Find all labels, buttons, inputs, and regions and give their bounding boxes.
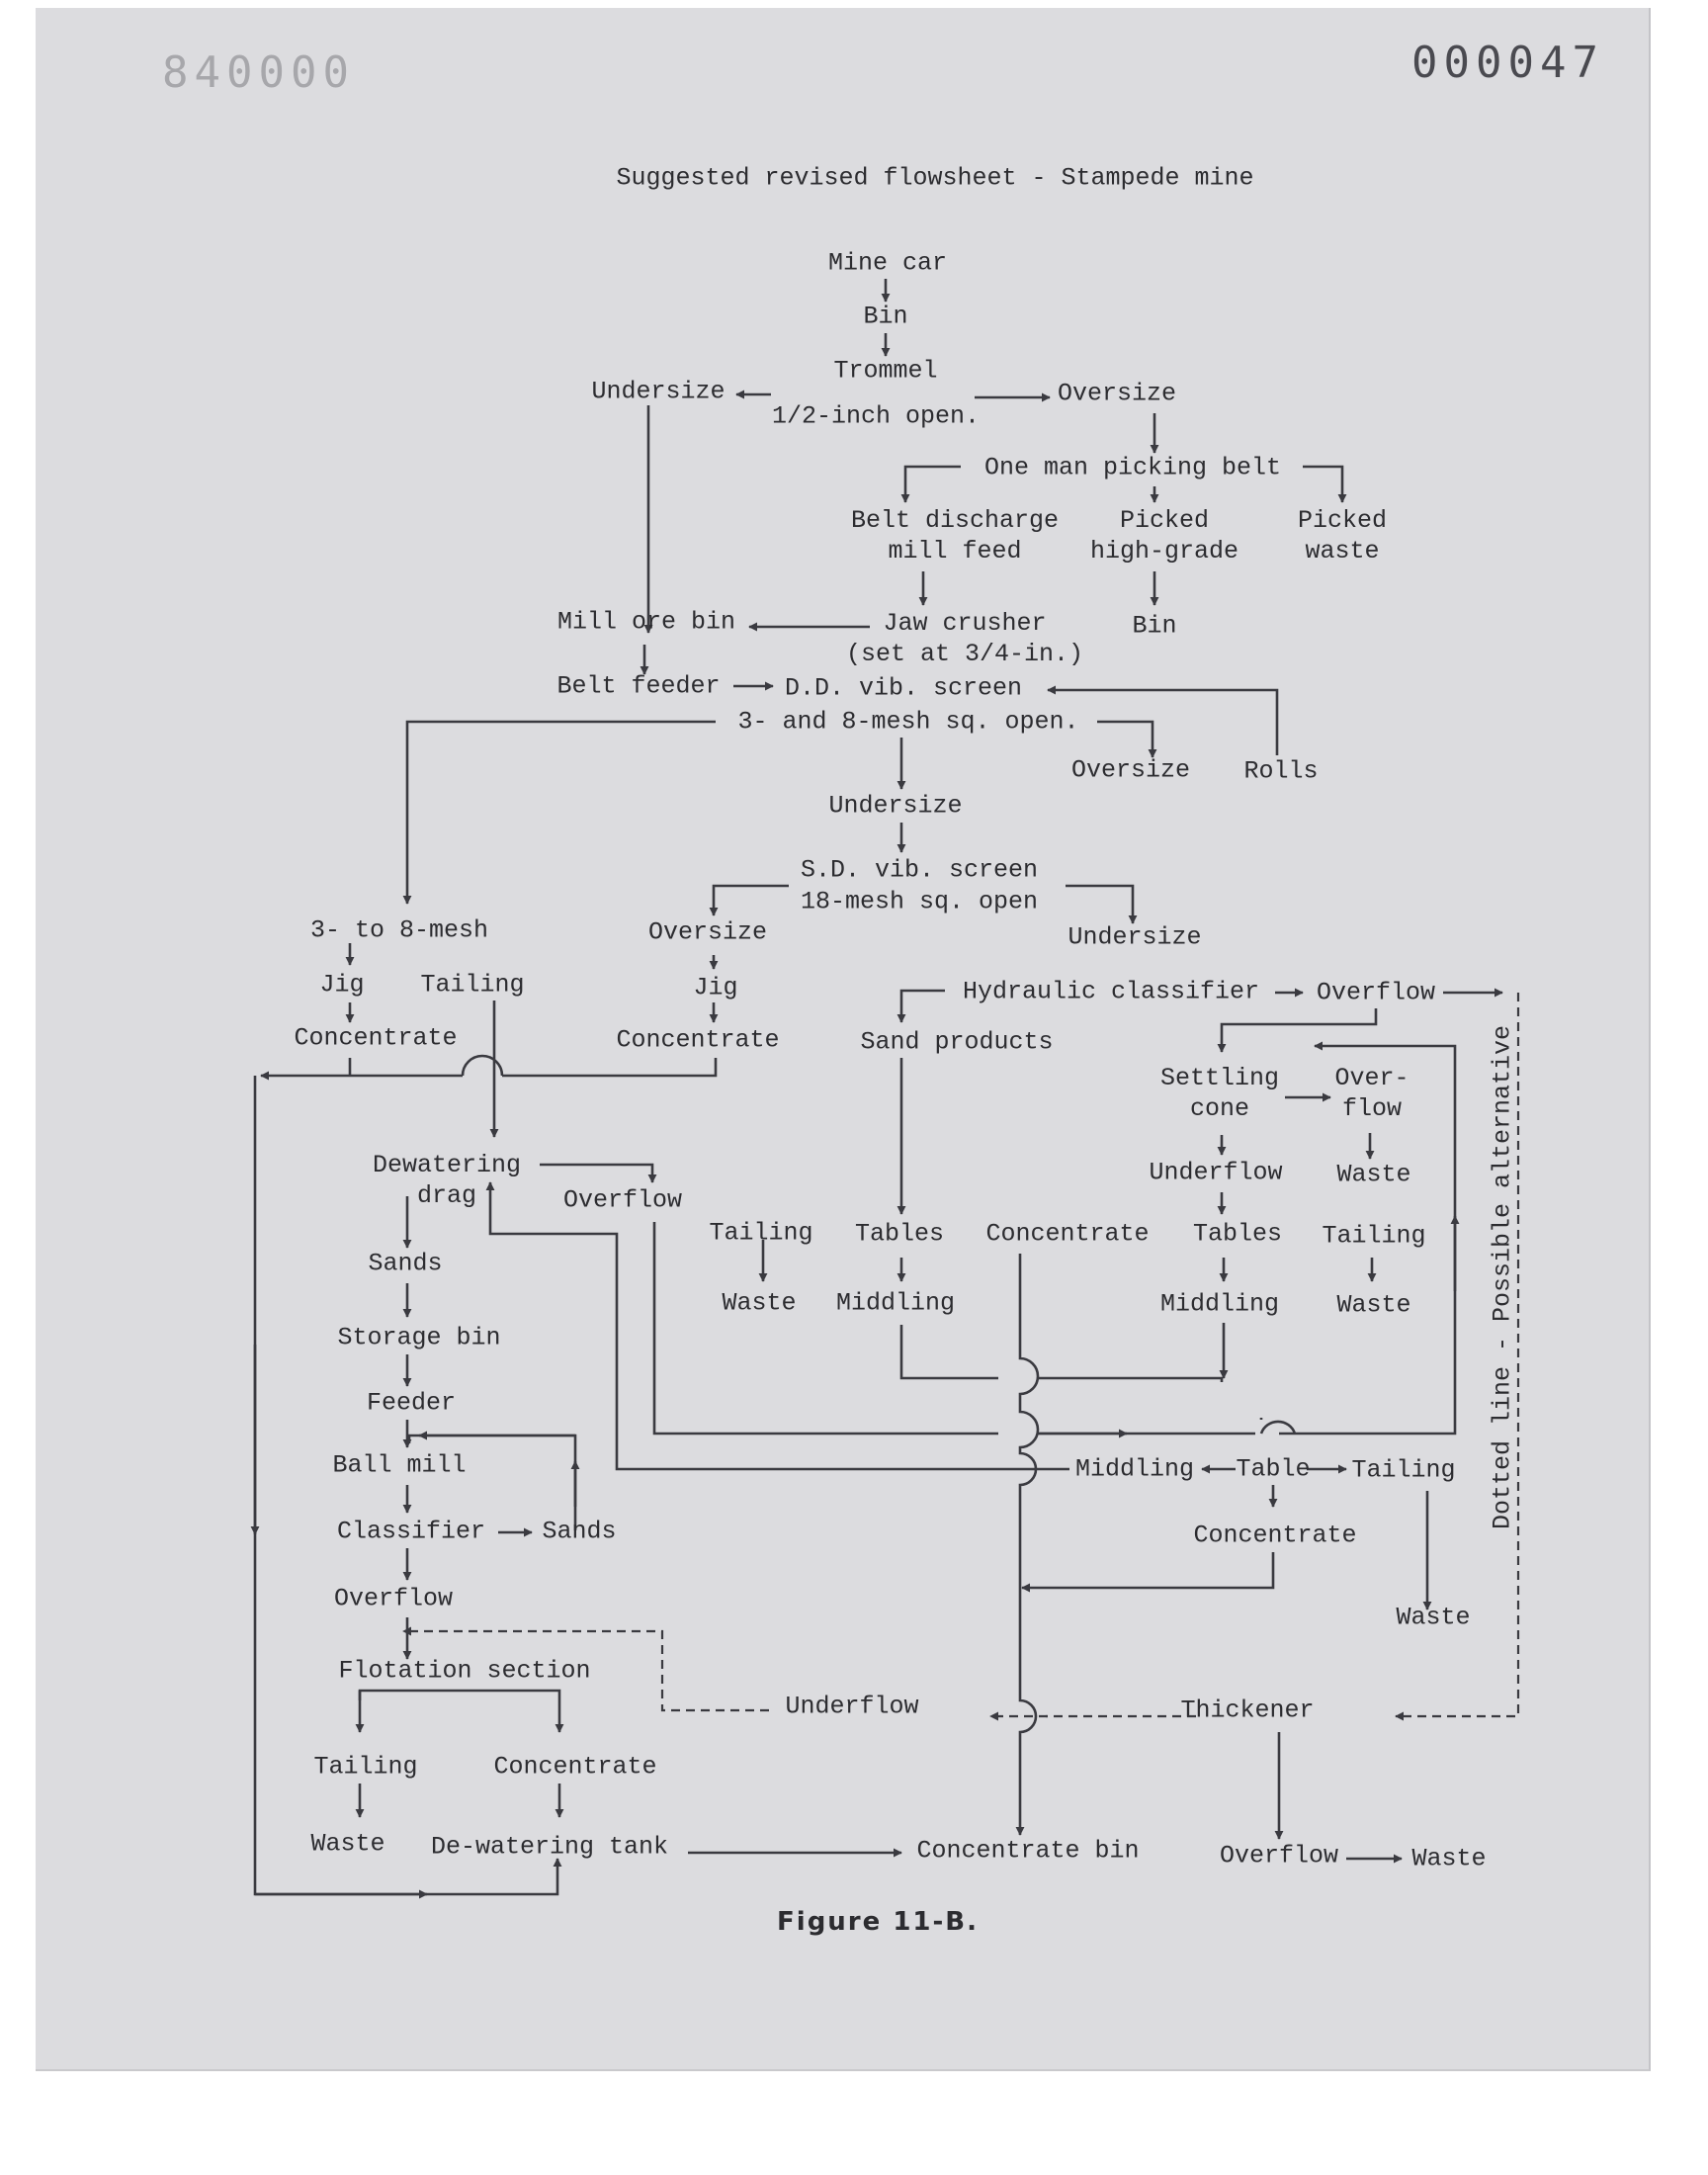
node-dewatering-tank: De-watering tank [430, 1832, 669, 1862]
line-table-conc-trunk [1021, 1552, 1275, 1593]
node-storage-bin: Storage bin [337, 1323, 501, 1352]
node-picked-high-grade: Picked high-grade [1089, 505, 1239, 566]
node-thickener-underflow: Underflow [785, 1692, 919, 1721]
page-number-stamp: 000047 [1411, 38, 1604, 88]
node-tables-waste-left: Waste [722, 1288, 797, 1318]
node-classifier-sands: Sands [542, 1517, 617, 1546]
node-sd-screen: S.D. vib. screen [800, 855, 1039, 885]
node-hc-overflow: Overflow [1316, 978, 1436, 1007]
node-picked-waste: Picked waste [1297, 505, 1388, 566]
node-settling-cone: Settling cone [1159, 1063, 1280, 1123]
node-trommel-oversize: Oversize [1057, 379, 1177, 408]
node-sc-waste: Waste [1336, 1160, 1411, 1189]
node-concentrate-jig-left: Concentrate [294, 1023, 458, 1053]
node-rolls: Rolls [1243, 756, 1319, 786]
line-sd-oversize [709, 884, 789, 916]
node-drag-overflow: Overflow [562, 1185, 683, 1215]
node-table-concentrate: Concentrate [1193, 1521, 1357, 1550]
node-jaw-crusher: Jaw crusher (set at 3/4-in.) [845, 608, 1084, 668]
line-concentrate-trunk [1015, 1254, 1040, 1836]
line-alt-dotted-right [1395, 993, 1520, 1721]
line-dd-oversize [1097, 720, 1157, 758]
node-sd-screen-spec: 18-mesh sq. open [800, 887, 1039, 916]
node-bin-high-grade: Bin [1132, 611, 1177, 641]
node-flotation-section: Flotation section [338, 1656, 591, 1686]
node-table-waste: Waste [1396, 1603, 1471, 1632]
line-overflow-to-table [652, 1222, 1255, 1436]
node-concentrate-bin: Concentrate bin [916, 1836, 1140, 1866]
node-dewatering-drag: Dewatering drag [372, 1150, 522, 1210]
line-hc-sand [897, 989, 945, 1023]
node-mine-car: Mine car [827, 248, 948, 278]
node-sc-underflow: Underflow [1149, 1158, 1283, 1187]
node-tables-concentrate: Concentrate [985, 1219, 1150, 1249]
line-drag-overflow [540, 1163, 657, 1183]
node-table: Table [1236, 1454, 1311, 1484]
line-middling-drag [490, 1182, 1069, 1471]
node-belt-feeder: Belt feeder [556, 671, 721, 701]
node-thickener: Thickener [1180, 1696, 1315, 1725]
node-trommel: Trommel [833, 356, 938, 386]
node-flot-concentrate: Concentrate [493, 1752, 657, 1782]
node-table-tailing: Tailing [1351, 1455, 1456, 1485]
node-feeder: Feeder [366, 1388, 457, 1418]
node-jig-mid: Jig [693, 973, 738, 1002]
node-tables-left: Tables [854, 1219, 945, 1249]
node-tables-middling-right: Middling [1159, 1289, 1280, 1319]
line-dd-3to8 [402, 720, 716, 905]
node-sand-products: Sand products [860, 1027, 1054, 1057]
node-concentrate-jig-mid: Concentrate [616, 1025, 780, 1055]
node-bin: Bin [863, 302, 908, 331]
node-trommel-undersize: Undersize [591, 377, 726, 406]
line-belt-waste [1303, 465, 1347, 503]
node-ball-mill: Ball mill [332, 1450, 467, 1480]
node-tables-middling-left: Middling [835, 1288, 956, 1318]
flowsheet-page: 840000 000047 [36, 8, 1651, 2071]
node-tables-right: Tables [1192, 1219, 1283, 1249]
node-dd-undersize: Undersize [828, 791, 963, 821]
line-alt-underflow-left [403, 1631, 1048, 1718]
page-title: Suggested revised flowsheet - Stampede m… [616, 163, 1254, 193]
node-dd-screen-spec: 3- and 8-mesh sq. open. [737, 707, 1079, 737]
node-drag-sands: Sands [368, 1249, 443, 1278]
node-belt-discharge: Belt discharge mill feed [850, 505, 1060, 566]
line-sd-undersize [1066, 884, 1138, 924]
node-tables-tailing-left: Tailing [709, 1218, 813, 1248]
node-sd-oversize: Oversize [647, 917, 768, 947]
flowsheet-lines [250, 279, 1520, 1899]
node-picking-belt: One man picking belt [983, 453, 1282, 482]
node-sd-undersize: Undersize [1068, 922, 1202, 952]
node-thickener-overflow: Overflow [1219, 1841, 1339, 1870]
node-classifier: Classifier [336, 1517, 486, 1546]
line-concentrate-collector [261, 1054, 718, 1076]
node-sc-overflow: Over- flow [1334, 1063, 1409, 1123]
line-loop-arc [1259, 1418, 1297, 1435]
node-dd-oversize: Oversize [1070, 755, 1191, 785]
figure-caption: Figure 11-B. [777, 1906, 979, 1937]
line-middling-left [899, 1325, 1224, 1382]
line-overflow-cone [1217, 1008, 1378, 1053]
line-loop-right [1279, 1041, 1457, 1436]
node-final-waste: Waste [1411, 1844, 1487, 1873]
node-tailing-jig: Tailing [420, 970, 525, 1000]
node-dd-screen: D.D. vib. screen [784, 673, 1023, 703]
side-note: Dotted line - Possible alternative [1488, 1024, 1517, 1530]
node-table-middling: Middling [1074, 1454, 1195, 1484]
line-belt-discharge [900, 465, 961, 503]
line-rolls-dd [1047, 685, 1279, 755]
node-three-to-eight-mesh: 3- to 8-mesh [309, 915, 489, 945]
node-jig-left: Jig [319, 970, 365, 1000]
node-mill-ore-bin: Mill ore bin [556, 607, 736, 637]
node-hydraulic-classifier: Hydraulic classifier [962, 977, 1260, 1006]
node-trommel-spec: 1/2-inch open. [771, 401, 981, 431]
node-flot-tailing: Tailing [313, 1752, 418, 1782]
line-flot-split [358, 1689, 564, 1733]
node-classifier-overflow: Overflow [333, 1584, 454, 1613]
page-number-stamp-faint: 840000 [162, 47, 355, 98]
node-tables-waste-right: Waste [1336, 1290, 1411, 1320]
node-flot-waste: Waste [310, 1829, 385, 1859]
node-tables-tailing-right: Tailing [1322, 1221, 1426, 1251]
